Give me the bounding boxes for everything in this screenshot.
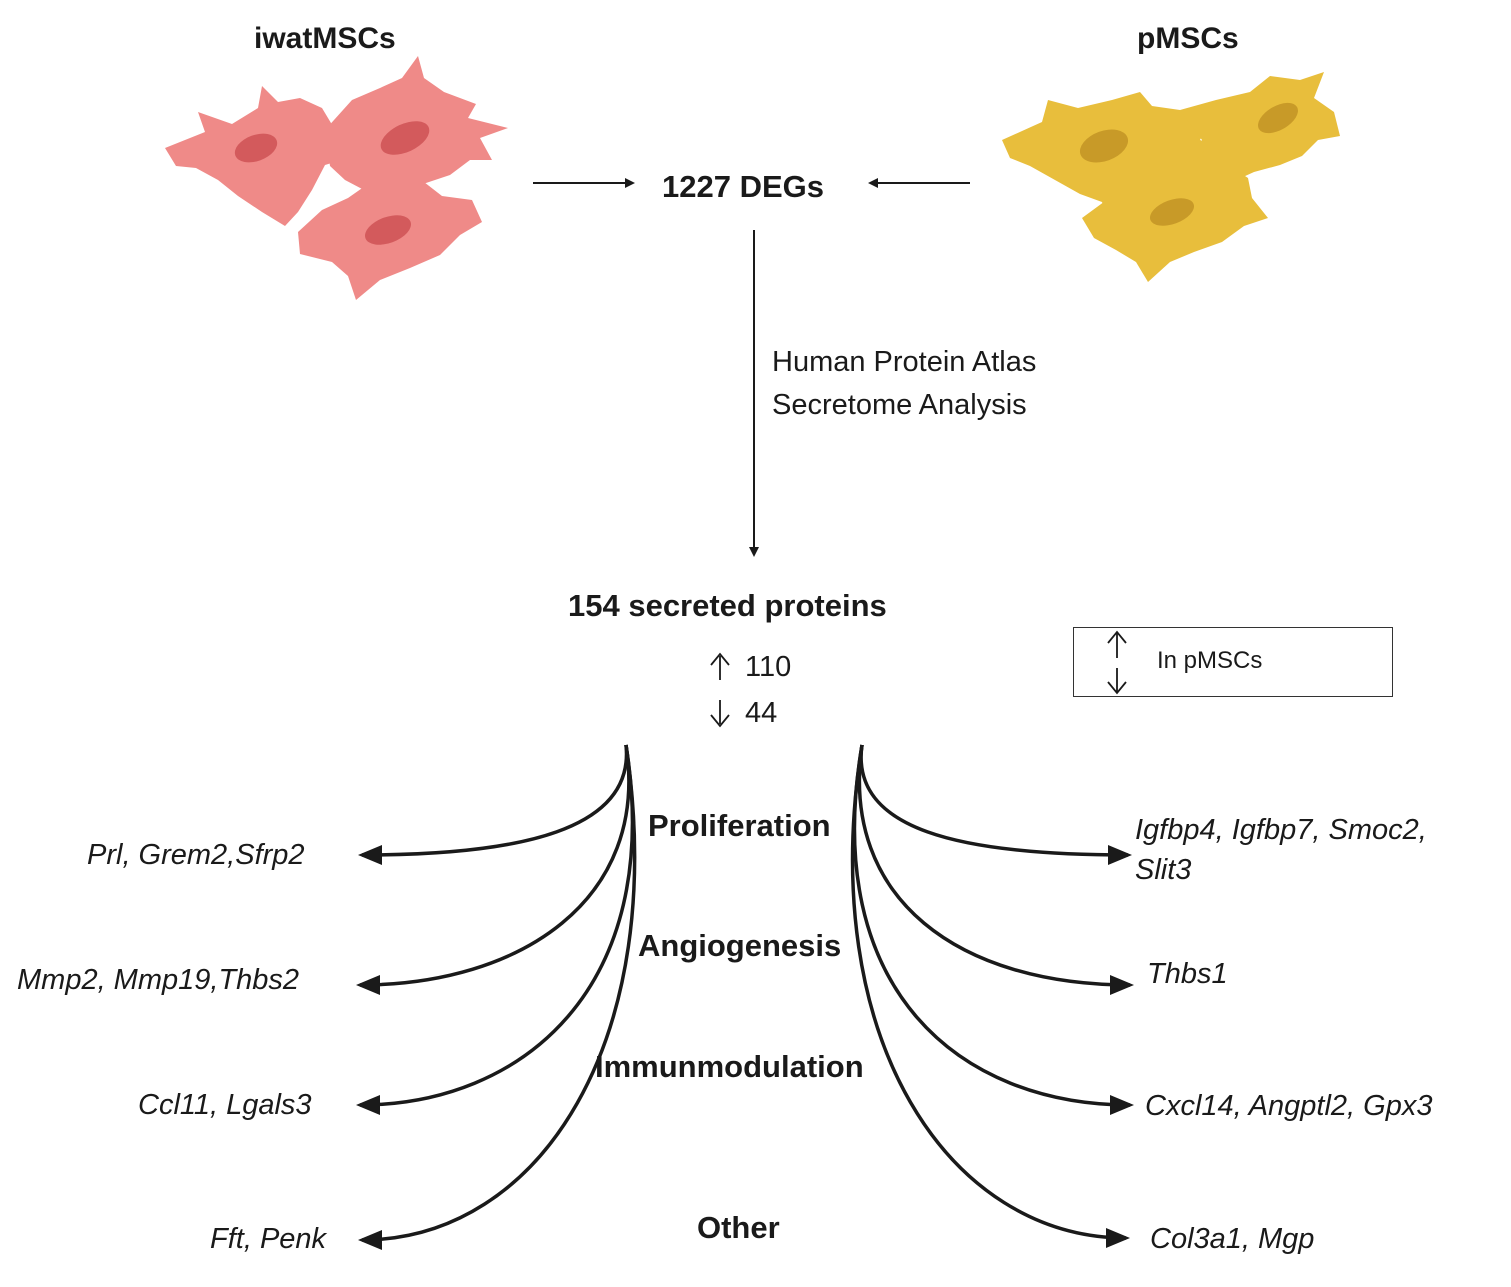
- left-branch-arrow-proliferation: [358, 744, 629, 865]
- category-other: Other: [697, 1210, 780, 1245]
- p-nucleus-1: [1079, 129, 1129, 163]
- right-genes-immunmodulation: Cxcl14, Angptl2, Gpx3: [1145, 1090, 1433, 1122]
- iwat-nucleus-1: [234, 133, 278, 163]
- arrow-down-icon: [710, 700, 730, 728]
- p-nucleus-2: [1258, 102, 1298, 134]
- left-branch-arrow-angiogenesis: [356, 744, 631, 995]
- p-cell-cluster: [1002, 72, 1340, 282]
- up-count: 110: [745, 651, 792, 683]
- left-genes-proliferation: Prl, Grem2,Sfrp2: [87, 839, 305, 871]
- legend-box: [1073, 627, 1393, 697]
- right-branch-arrows: [850, 744, 1134, 1248]
- analysis-line-1: Human Protein Atlas: [772, 346, 1037, 378]
- left-branch-arrow-other: [358, 744, 637, 1250]
- right-branch-arrow-angiogenesis: [857, 744, 1134, 995]
- legend-arrow-down-icon: [1107, 668, 1127, 695]
- iwat-nucleus-2: [380, 121, 430, 155]
- left-genes-immunmodulation: Ccl11, Lgals3: [138, 1089, 312, 1121]
- secreted-proteins-title: 154 secreted proteins: [568, 588, 887, 623]
- right-branch-arrow-proliferation: [859, 744, 1132, 865]
- p-cell-1: [1002, 92, 1230, 226]
- left-genes-other: Fft, Penk: [210, 1223, 327, 1255]
- legend-label: In pMSCs: [1157, 647, 1263, 674]
- down-count: 44: [745, 697, 778, 729]
- group-label-pmscs: pMSCs: [1137, 22, 1239, 55]
- right-genes-other: Col3a1, Mgp: [1150, 1223, 1315, 1255]
- category-angiogenesis: Angiogenesis: [638, 928, 842, 963]
- right-branch-arrow-immunmodulation: [852, 744, 1134, 1115]
- arrow-up-icon: [710, 652, 730, 680]
- left-branch-arrow-immunmodulation: [356, 744, 635, 1115]
- right-genes-angiogenesis: Thbs1: [1147, 958, 1228, 990]
- category-immunmodulation: Immunmodulation: [595, 1049, 864, 1084]
- analysis-line-2: Secretome Analysis: [772, 389, 1027, 421]
- left-genes-angiogenesis: Mmp2, Mmp19,Thbs2: [17, 964, 300, 996]
- legend-arrow-up-icon: [1107, 630, 1127, 658]
- group-label-iwatmscs: iwatMSCs: [254, 22, 396, 55]
- right-branch-arrow-other: [850, 744, 1130, 1248]
- right-genes-proliferation-line1: Igfbp4, Igfbp7, Smoc2,: [1135, 814, 1427, 846]
- p-nucleus-3: [1150, 198, 1194, 226]
- category-proliferation: Proliferation: [648, 808, 831, 843]
- left-branch-arrows: [356, 744, 637, 1250]
- iwat-nucleus-3: [365, 215, 411, 245]
- right-genes-proliferation-line2: Slit3: [1135, 854, 1192, 886]
- degs-label: 1227 DEGs: [662, 169, 824, 204]
- iwat-cell-cluster: [165, 56, 508, 300]
